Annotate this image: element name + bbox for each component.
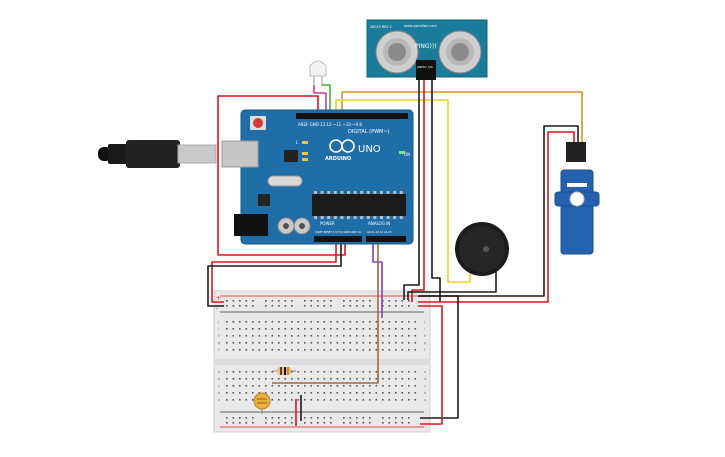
servo-arm [567,183,587,187]
sensor-pin-5v: 5V [423,65,427,69]
breadboard-row-letter: e [424,370,426,374]
usb-cable[interactable] [98,140,217,168]
atmega-chip [312,194,406,216]
sensor-signal-wire[interactable] [431,80,441,302]
sensor-rev-text: 28015 REV C [370,25,393,29]
wires [207,80,583,426]
analog-label: ANALOG IN [368,221,390,226]
arduino-uno-board[interactable]: AREF GND 13 12 ~11 ~10 ~9 8 DIGITAL (PWM… [221,109,414,245]
digital-pin-labels: AREF GND 13 12 ~11 ~10 ~9 8 [298,122,362,127]
l-led-label: L [296,140,299,145]
digital-header[interactable] [296,113,408,119]
sensor-pin-gnd: GND [417,65,423,69]
rail-minus-sign: - [216,305,218,312]
orange-wire-servo-signal[interactable] [341,91,583,142]
breadboard-row-letter: g [424,341,426,345]
arduino-logo: ARDUINO [325,139,355,162]
analog-pin-labels: A0 A1 A2 A3 A4 A5 [367,230,392,234]
breadboard-row-letter: h [218,334,220,338]
on-led [399,151,405,154]
buzzer-black-wire[interactable] [407,268,497,300]
piezo-buzzer[interactable] [455,222,509,276]
breadboard-row-letter: d [218,377,220,381]
servo-red-wire[interactable] [418,131,575,303]
resistor[interactable] [272,367,296,375]
l-led [302,141,308,144]
breadboard-row-letter: c [424,384,426,388]
ultrasonic-ping-sensor[interactable]: 28015 REV C www.parallax.com PING))) GND… [366,19,488,80]
crystal-oscillator [267,175,303,187]
breadboard-row-letter: i [218,327,219,331]
sensor-black-wire[interactable] [403,80,420,300]
reset-button[interactable] [253,118,263,128]
breadboard-row-letter: i [424,327,425,331]
analog-header[interactable] [366,236,406,242]
sensor-brand-text: www.parallax.com [404,24,437,28]
black-wire-rail-bridge[interactable] [418,295,459,419]
sensor-pin-header[interactable] [416,60,436,80]
red-wire-5v-to-rail[interactable] [211,238,337,303]
rail-plus-sign: + [216,295,221,302]
tx-led [302,152,308,155]
sensor-red-wire[interactable] [411,80,425,302]
breadboard-row-letter: a [218,398,220,402]
servo-horn[interactable] [569,191,585,207]
on-led-label: ON [404,152,410,157]
servo-motor[interactable] [554,142,600,255]
usb-chip [284,150,298,162]
sensor-transducer-right [438,30,482,74]
yellow-wire-buzzer[interactable] [335,99,471,283]
led[interactable] [309,60,327,86]
sensor-name-text: PING))) [415,43,437,50]
usb-jack [221,140,259,168]
atmega-chip-pins [314,191,403,219]
photoresistor[interactable] [253,392,271,414]
power-header[interactable] [314,236,362,242]
breadboard-row-letter: e [218,370,220,374]
breadboard-row-letter: b [218,391,221,395]
red-wire-rail-bridge[interactable] [418,305,443,425]
voltage-regulator [258,194,270,206]
uno-model-text: UNO [358,144,381,155]
breadboard-row-letter: h [424,334,426,338]
green-wire-led[interactable] [322,84,331,112]
dc-power-jack [234,214,268,236]
power-pin-labels: IOREF RESET 3.3V 5V GND GND Vin [315,230,362,234]
sensor-pin-sig: SIG [428,65,433,69]
breadboard-row-letter: j [217,320,219,324]
servo-connector [566,142,586,162]
arduino-logo-text: ARDUINO [325,156,351,162]
breadboard-row-letter: d [424,377,426,381]
power-label: POWER [320,221,335,226]
breadboard-row-letter: f [218,348,220,352]
brown-wire-analog[interactable] [272,238,379,384]
sensor-transducer-left [375,30,419,74]
magenta-wire-led[interactable] [313,85,327,112]
black-wire-gnd-to-rail[interactable] [207,238,342,307]
digital-label: DIGITAL (PWM~) [348,129,390,135]
rx-led [302,158,308,161]
breadboard-row-letter: b [424,391,427,395]
servo-black-wire[interactable] [418,125,579,297]
breadboard-row-letter: j [423,320,425,324]
breadboard-row-letter: a [424,398,426,402]
breadboard-row-letter: c [218,384,220,388]
red-wire-arduino-loop[interactable] [217,95,346,256]
breadboard-row-letter: g [218,341,220,345]
breadboard-row-letter: f [424,348,426,352]
